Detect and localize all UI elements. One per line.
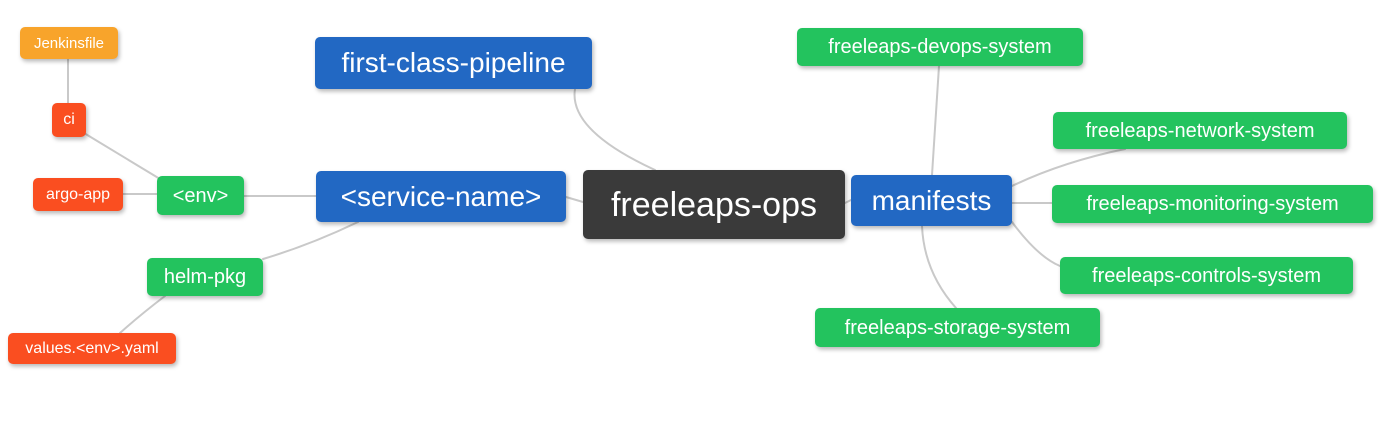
- node-freeleaps-ops[interactable]: freeleaps-ops: [583, 170, 845, 239]
- node-storage-system[interactable]: freeleaps-storage-system: [815, 308, 1100, 347]
- node-helm-pkg[interactable]: helm-pkg: [147, 258, 263, 296]
- edge-manifests-controls-system: [1011, 221, 1061, 267]
- edge-root-manifests: [844, 199, 852, 204]
- node-argo-app[interactable]: argo-app: [33, 178, 123, 211]
- edge-ci-env: [83, 132, 161, 180]
- node-network-system[interactable]: freeleaps-network-system: [1053, 112, 1347, 149]
- edge-manifests-storage-system: [921, 225, 957, 309]
- node-jenkinsfile[interactable]: Jenkinsfile: [20, 27, 118, 59]
- node-env[interactable]: <env>: [157, 176, 244, 215]
- edge-service-name-root: [565, 196, 584, 203]
- node-monitoring-system[interactable]: freeleaps-monitoring-system: [1052, 185, 1373, 223]
- edge-first-class-pipeline-root: [573, 88, 656, 171]
- node-service-name[interactable]: <service-name>: [316, 171, 566, 222]
- node-ci[interactable]: ci: [52, 103, 86, 137]
- edge-manifests-devops-system: [931, 65, 940, 176]
- node-manifests[interactable]: manifests: [851, 175, 1012, 226]
- edge-manifests-network-system: [1011, 148, 1126, 187]
- edge-helm-pkg-values-env-yaml: [119, 295, 166, 334]
- node-values-env-yaml[interactable]: values.<env>.yaml: [8, 333, 176, 364]
- node-controls-system[interactable]: freeleaps-controls-system: [1060, 257, 1353, 294]
- edge-service-name-helm-pkg: [262, 221, 359, 260]
- node-devops-system[interactable]: freeleaps-devops-system: [797, 28, 1083, 66]
- node-first-class-pipeline[interactable]: first-class-pipeline: [315, 37, 592, 89]
